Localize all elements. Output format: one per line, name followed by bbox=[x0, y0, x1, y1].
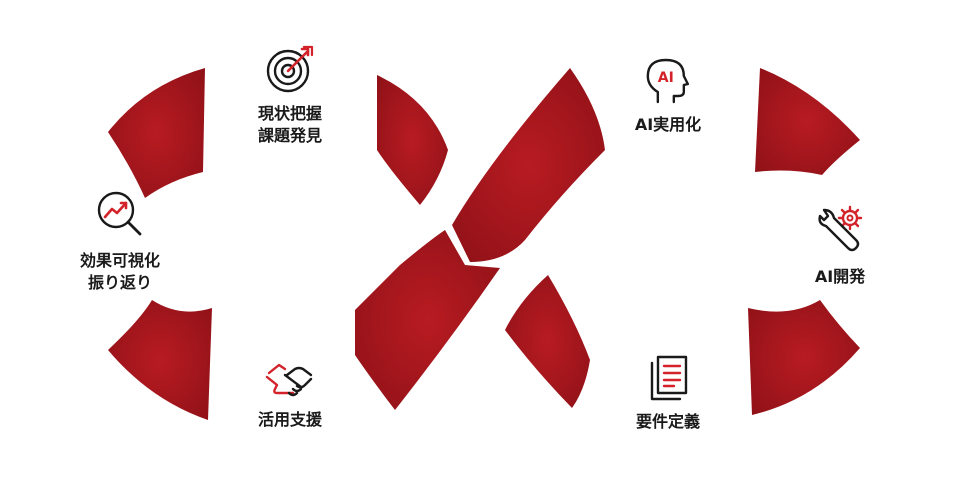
ribbon-segment-right-top bbox=[755, 68, 860, 175]
step-deployment: AI AI実用化 bbox=[635, 54, 701, 136]
wrench-gear-icon bbox=[812, 202, 868, 258]
step-label: 効果可視化 振り返り bbox=[79, 251, 161, 292]
step-understand: 現状把握 課題発見 bbox=[258, 43, 322, 147]
ribbon-segment-center-right-top bbox=[452, 68, 605, 262]
ribbon-segment-center-left-bottom bbox=[355, 230, 500, 410]
ai-head-icon: AI bbox=[642, 54, 694, 106]
step-development: AI開発 bbox=[812, 202, 868, 288]
ribbon-segment-center-left-top bbox=[377, 75, 448, 205]
document-icon bbox=[644, 353, 692, 403]
step-label: AI実用化 bbox=[634, 115, 702, 134]
ribbon-segment-center-right-bottom bbox=[505, 275, 590, 408]
step-requirements: 要件定義 bbox=[636, 353, 700, 433]
step-support: 活用支援 bbox=[258, 355, 322, 431]
handshake-icon bbox=[261, 355, 319, 401]
ribbon-segment-right-bottom bbox=[748, 300, 860, 415]
ribbon-segment-left-top bbox=[108, 68, 205, 198]
ribbon-segment-left-bottom bbox=[108, 300, 212, 420]
step-label: 活用支援 bbox=[257, 410, 323, 429]
magnifier-chart-icon bbox=[92, 186, 148, 242]
target-icon bbox=[264, 43, 316, 95]
step-review: 効果可視化 振り返り bbox=[80, 186, 160, 294]
step-label: 現状把握 課題発見 bbox=[257, 104, 323, 145]
step-label: AI開発 bbox=[814, 267, 866, 286]
ai-head-text: AI bbox=[658, 70, 674, 86]
step-label: 要件定義 bbox=[635, 412, 701, 431]
